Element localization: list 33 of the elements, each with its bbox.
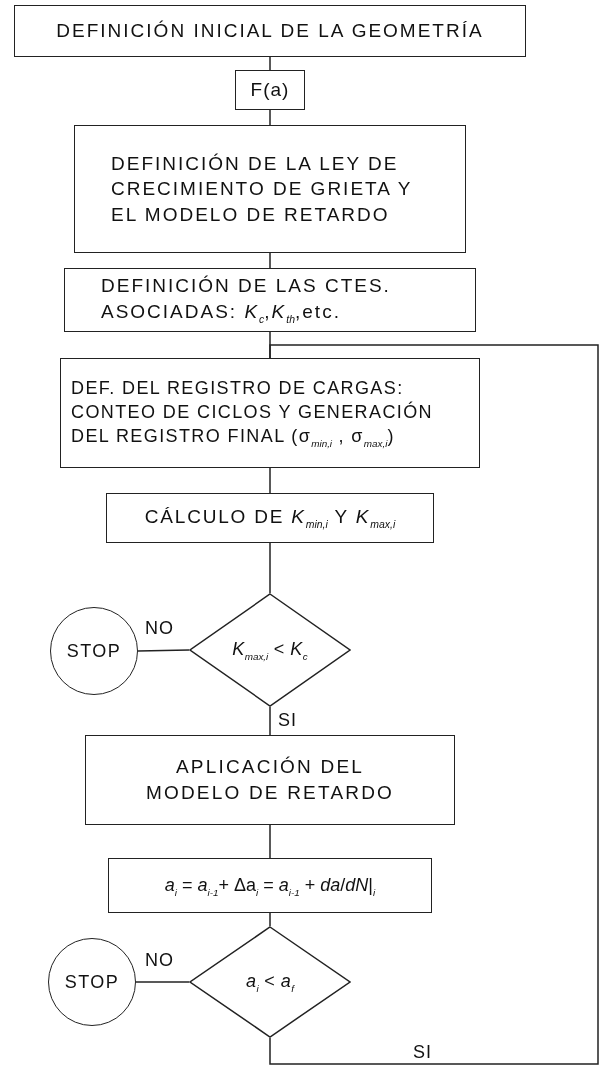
node-text: DEFINICIÓN INICIAL DE LA GEOMETRÍA [56,19,484,44]
decision-diamond [189,593,351,707]
node-text: F(a) [250,78,290,103]
connector-line [269,467,271,494]
process-box [106,493,434,543]
node-text: a$_{i}$ < a$_{f}$ [246,970,294,995]
process-box [60,358,480,468]
decision-diamond [189,926,351,1038]
node-text: DEF. DEL REGISTRO DE CARGAS: CONTEO DE CICLOS Y GENERACIÓN DEL REGISTRO FINAL (σ$_{min,i}$ , σ$_{max,i}$) [71,376,434,451]
connector-line [269,252,271,269]
node-text: DEFINICIÓN DE LA LEY DE CRECIMIENTO DE GRIETA Y EL MODELO DE RETARDO [111,151,414,227]
node-text: K$_{max,i}$ < K$_{c}$ [232,638,308,663]
connector-line [269,706,271,736]
process-box [64,268,476,332]
connector-line [269,824,271,859]
process-box [14,5,526,57]
connector-line [137,649,190,652]
process-box [85,735,455,825]
connector-line [269,912,271,927]
connector-line [135,981,190,983]
connector-line [269,56,271,71]
node-text: DEFINICIÓN DE LAS CTES. ASOCIADAS: K$_{c}$,K$_{th}$,etc. [101,274,392,327]
connector-line [269,344,599,1065]
connector-line [269,542,271,594]
process-box [74,125,466,253]
node-text: STOP [64,970,120,994]
node-text: STOP [66,639,122,663]
node-text: a$_{i}$ = a$_{i-1}$+ Δa$_{i}$ = a$_{i-1}$ + da/dN|$_{i}$ [164,873,376,899]
connector-line [269,109,271,126]
process-box [235,70,305,110]
node-text: CÁLCULO DE K$_{min,i}$ Y K$_{max,i}$ [144,505,396,532]
process-box [108,858,432,913]
node-text: APLICACIÓN DEL MODELO DE RETARDO [144,755,396,805]
